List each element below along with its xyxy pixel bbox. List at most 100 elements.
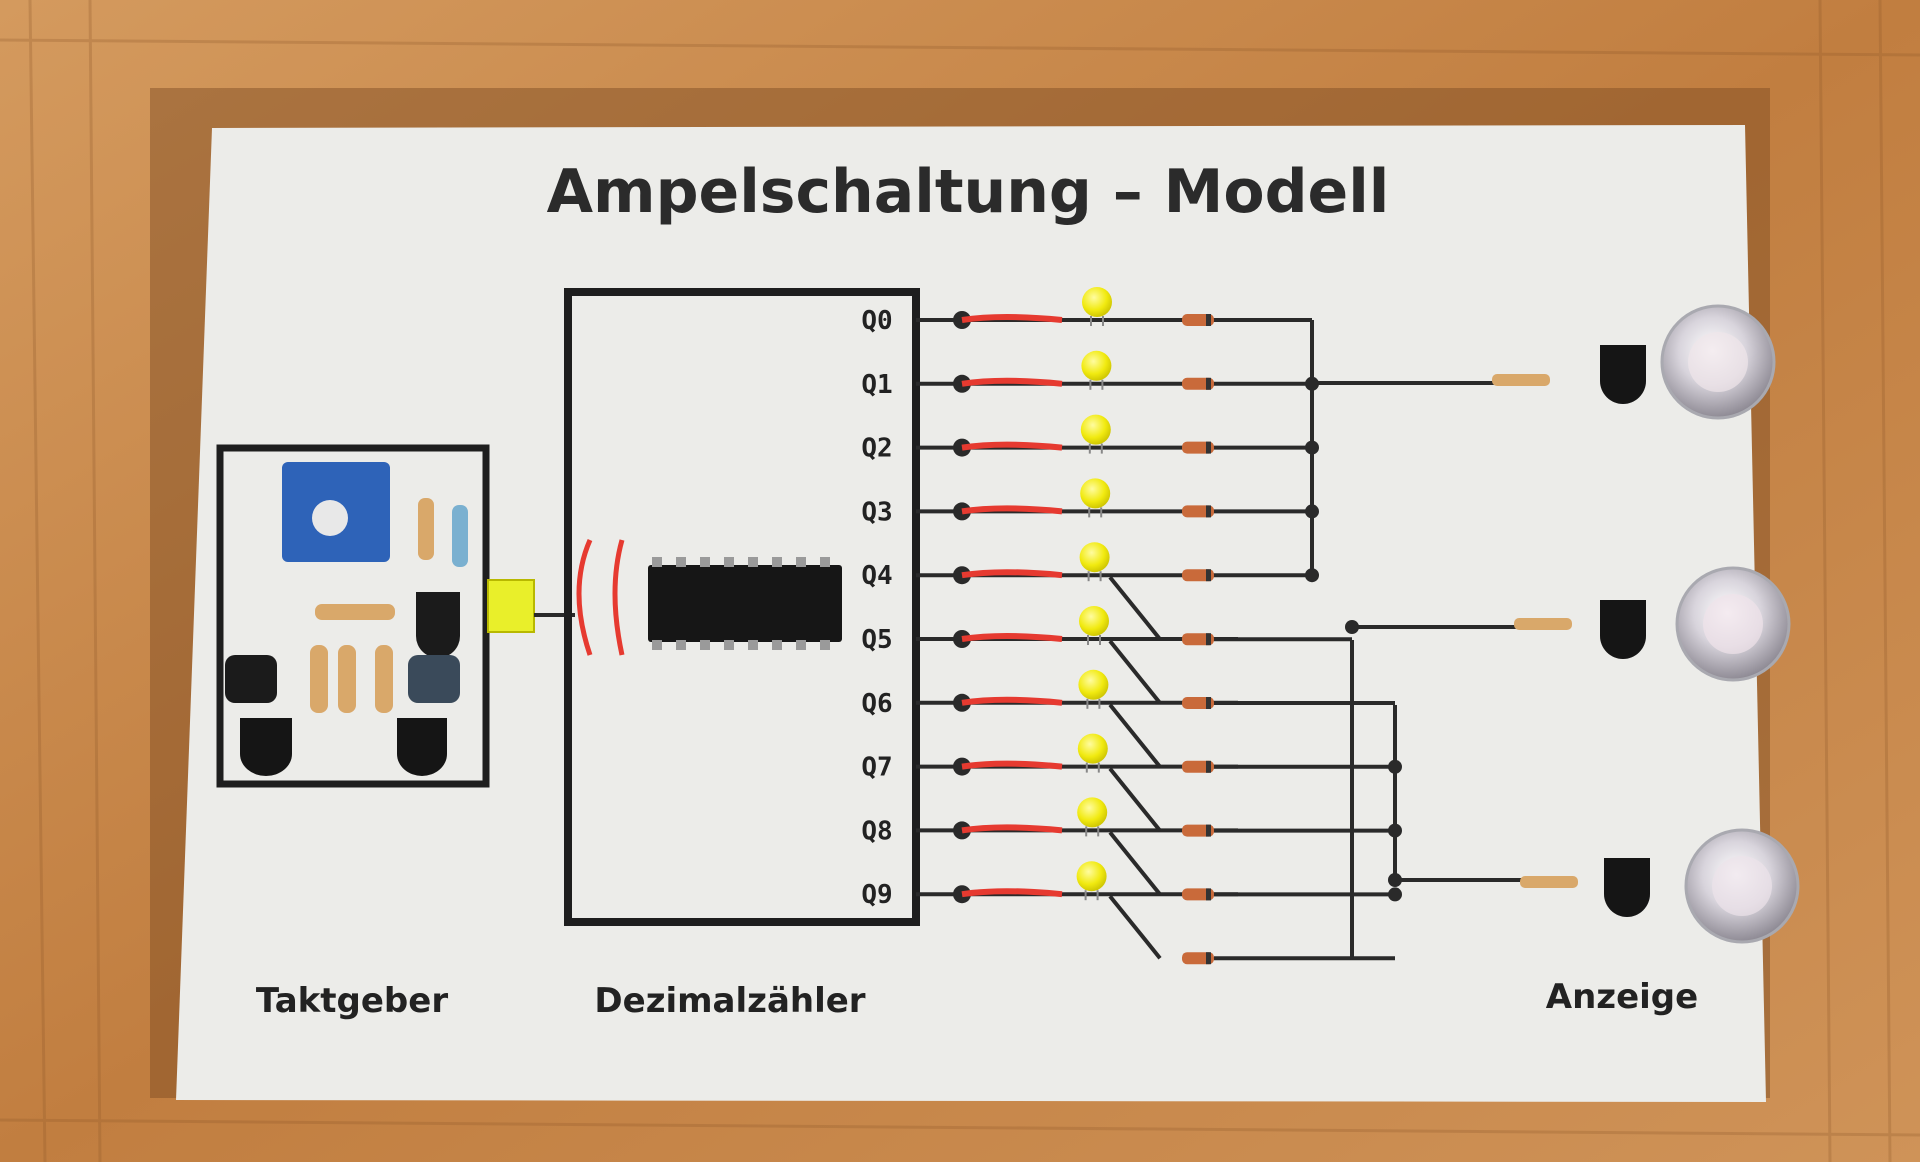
diode-band: [1206, 569, 1211, 582]
label-counter: Dezimalzähler: [594, 981, 865, 1021]
led: [1082, 287, 1112, 317]
clock-outline: [216, 444, 490, 788]
led: [1080, 414, 1111, 445]
output-label: Q6: [861, 689, 892, 719]
led: [1078, 669, 1109, 700]
diode-band: [1206, 952, 1211, 965]
resistor: [310, 645, 328, 713]
diode-band: [1206, 633, 1211, 646]
jumper-wire: [961, 633, 1063, 642]
ic-pin: [652, 557, 662, 567]
ic-pin: [724, 640, 734, 650]
ic-pin: [724, 557, 734, 567]
transistor: [416, 592, 460, 658]
diode-diagonal: [1108, 703, 1162, 769]
clock-module: [216, 444, 575, 788]
capacitor: [225, 655, 277, 703]
junction: [1388, 887, 1402, 902]
jumper-wire: [961, 824, 1063, 834]
display-module: [1492, 304, 1800, 944]
output-label: Q9: [861, 880, 892, 910]
diode-diagonal: [1108, 575, 1162, 641]
diode-diagonal: [1108, 639, 1162, 705]
output-row: Q9: [861, 861, 1238, 910]
ic-pin: [796, 557, 806, 567]
counter-outline: [564, 288, 920, 926]
clock-led: [487, 579, 535, 633]
led: [1080, 478, 1111, 509]
jumper-wire: [961, 314, 1063, 323]
label-clock: Taktgeber: [256, 981, 448, 1021]
counter-module: [564, 288, 920, 926]
ic-pin: [820, 640, 830, 650]
ic-pin: [772, 557, 782, 567]
diode-band: [1206, 505, 1211, 518]
diode-band: [1206, 888, 1211, 901]
ic-pin: [652, 640, 662, 650]
resistor: [1520, 876, 1578, 888]
diode-diagonal: [1108, 894, 1162, 960]
jumper-wire: [961, 696, 1063, 706]
potentiometer-knob: [312, 500, 348, 536]
jumper-wire: [961, 569, 1063, 579]
jumper-wire: [961, 505, 1063, 515]
ic-chip: [648, 565, 842, 642]
led: [1081, 350, 1112, 381]
resistor: [1514, 618, 1572, 630]
ic-pin: [700, 640, 710, 650]
transistor: [1600, 345, 1646, 404]
output-row: Q6: [861, 669, 1238, 719]
resistor: [338, 645, 356, 713]
output-label: Q8: [861, 816, 892, 846]
solder-point: [953, 502, 971, 521]
lamp-bottom-lens: [1712, 856, 1772, 916]
jumper-wire: [961, 760, 1063, 770]
led: [1077, 733, 1108, 764]
output-label: Q7: [861, 753, 892, 783]
ic-pin: [772, 640, 782, 650]
ic-pin: [796, 640, 806, 650]
diode-band: [1206, 314, 1211, 326]
ic-pin: [676, 640, 686, 650]
ic-pin: [748, 557, 758, 567]
board-panel: [176, 125, 1766, 1102]
output-label: Q5: [861, 625, 892, 655]
junction: [1388, 873, 1402, 887]
transistor: [1604, 858, 1650, 917]
junction: [1345, 620, 1359, 634]
resistor: [375, 645, 393, 713]
resistor: [315, 604, 395, 620]
label-display: Anzeige: [1546, 977, 1698, 1017]
output-label: Q2: [861, 434, 892, 464]
resistor: [418, 498, 434, 560]
jumper-wire: [961, 377, 1063, 387]
transistor: [240, 718, 292, 776]
ic-pin: [676, 557, 686, 567]
diode-band: [1206, 441, 1211, 454]
diode-band: [1206, 824, 1211, 837]
diode-band: [1206, 697, 1211, 709]
ic-pin: [700, 557, 710, 567]
diode-band: [1206, 377, 1211, 390]
led: [1079, 542, 1110, 573]
led: [1077, 797, 1108, 828]
capacitor: [408, 655, 460, 703]
transistor: [397, 718, 447, 776]
clock-jumper: [576, 538, 593, 656]
diode-diagonal: [1108, 767, 1162, 832]
output-label: Q1: [861, 370, 892, 400]
lamp-top-lens: [1688, 332, 1748, 392]
resistor: [1492, 374, 1550, 386]
output-label: Q4: [861, 561, 892, 591]
diode-band: [1206, 760, 1211, 773]
clock-jumper: [612, 539, 625, 656]
lamp-middle-lens: [1703, 594, 1763, 654]
output-row: Q3: [861, 478, 1238, 527]
led: [1076, 861, 1107, 892]
ic-pin: [820, 557, 830, 567]
output-label: Q0: [861, 306, 892, 336]
ic-pins: [652, 557, 830, 650]
resistor: [452, 505, 468, 567]
